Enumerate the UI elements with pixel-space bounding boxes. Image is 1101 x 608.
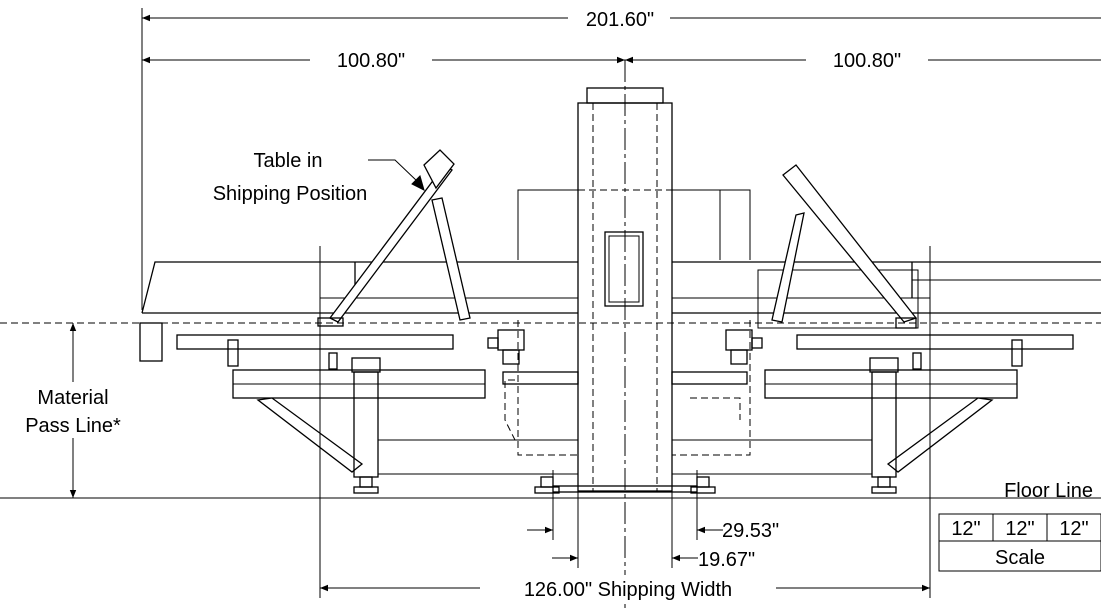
- table-label-1: Table in: [254, 150, 323, 172]
- dimension-half-widths: 100.80" 100.80": [142, 46, 1101, 72]
- scale-bar: 12" 12" 12" Scale: [938, 513, 1101, 572]
- overall-width-label: 201.60": [586, 9, 654, 31]
- offset-outer-label: 29.53": [722, 520, 779, 542]
- scale-caption: Scale: [995, 547, 1045, 569]
- left-folding-table: [317, 149, 471, 327]
- right-carriage: [672, 334, 1074, 478]
- offset-inner-label: 19.67": [698, 549, 755, 571]
- offset-dimensions: [527, 470, 723, 568]
- left-half-label: 100.80": [337, 50, 405, 72]
- table-top: [139, 261, 1101, 362]
- rear-guard: [517, 189, 751, 260]
- pass-line-label-2: Pass Line*: [25, 415, 121, 437]
- hoppers: [502, 320, 751, 456]
- table-label-2: Shipping Position: [213, 183, 368, 205]
- right-folding-table: [771, 164, 918, 329]
- dimension-overall-width: 201.60": [141, 4, 1101, 310]
- shipping-width-dimension: 126.00" Shipping Width: [319, 246, 931, 601]
- scale-segment-2: 12": [1005, 518, 1034, 540]
- central-column: [577, 87, 673, 492]
- scale-segment-1: 12": [951, 518, 980, 540]
- right-half-label: 100.80": [833, 50, 901, 72]
- scale-segment-3: 12": [1059, 518, 1088, 540]
- table-leader-arrow: [411, 175, 425, 191]
- table-leader-line: [368, 159, 419, 183]
- shipping-width-label: 126.00" Shipping Width: [524, 579, 732, 601]
- column-brackets: [487, 329, 763, 365]
- floor-line-label: Floor Line: [1004, 480, 1093, 502]
- pass-line-label-1: Material: [37, 387, 108, 409]
- left-carriage: [176, 334, 578, 478]
